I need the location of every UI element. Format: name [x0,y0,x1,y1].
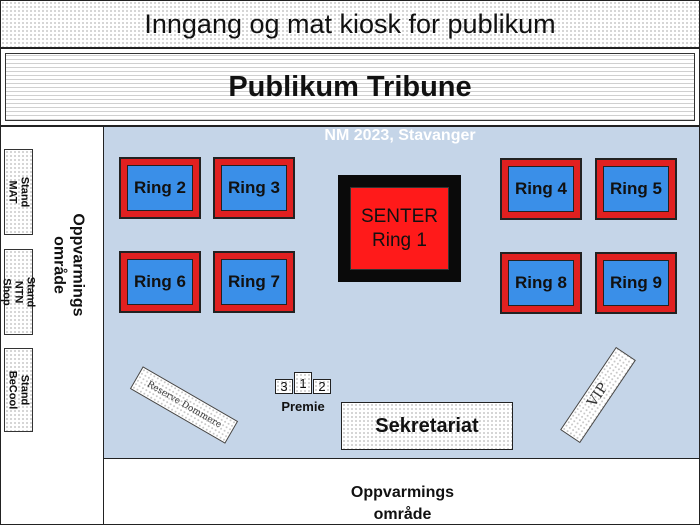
podium-second-label: 2 [318,379,326,394]
ring-8-label: Ring 8 [515,273,567,292]
ring-2-mat: Ring 2 [127,165,193,211]
ring-2-label: Ring 2 [134,178,186,197]
hall-title: NM 2023, Stavanger [324,127,476,144]
podium-third-label: 3 [280,379,288,394]
ring-4: Ring 4 [500,158,582,220]
ring-6-mat: Ring 6 [127,259,193,305]
ring-9: Ring 9 [595,252,677,314]
stand-mat-label: Stand MAT [6,176,31,208]
entrance-label: Inngang og mat kiosk for publikum [144,8,556,39]
podium-third: 3 [275,379,293,394]
ring-7-label: Ring 7 [228,272,280,291]
entrance-area: Inngang og mat kiosk for publikum [0,0,700,48]
stand-ntn-shop-label: Stand NTN Shop [0,276,37,308]
warmup-bottom-line2: område [373,506,432,523]
ring-5: Ring 5 [595,158,677,220]
ring-3-mat: Ring 3 [221,165,287,211]
warmup-bottom-label: Oppvarmings område [330,482,475,526]
ring-7: Ring 7 [213,251,295,313]
secretariat: Sekretariat [341,402,513,450]
ring-6-label: Ring 6 [134,272,186,291]
ring-5-label: Ring 5 [610,179,662,198]
warmup-left-label: Oppvarmings område [50,213,88,316]
warmup-left-line2: område [51,236,69,294]
ring-3: Ring 3 [213,157,295,219]
center-ring-line2: Ring 1 [372,229,427,251]
stand-mat: Stand MAT [4,149,33,235]
stand-ntn-shop: Stand NTN Shop [1,249,37,335]
ring-7-mat: Ring 7 [221,259,287,305]
ring-6: Ring 6 [119,251,201,313]
ring-2: Ring 2 [119,157,201,219]
warmup-left-line1: Oppvarmings [70,213,88,317]
ring-8: Ring 8 [500,252,582,314]
grandstand-label: Publikum Tribune [228,70,472,103]
warmup-bottom-line1: Oppvarmings [350,484,455,501]
ring-4-label: Ring 4 [515,179,567,198]
podium-label: Premie [281,399,325,414]
bottom-warmup-area [103,458,700,525]
grandstand-box: Publikum Tribune [5,53,695,121]
stand-becool-label: Stand BeCool [6,370,31,410]
ring-3-label: Ring 3 [228,178,280,197]
ring-5-mat: Ring 5 [603,166,669,212]
ring-4-mat: Ring 4 [508,166,574,212]
ring-9-label: Ring 9 [610,273,662,292]
ring-9-mat: Ring 9 [603,260,669,306]
center-ring-line1: SENTER [360,205,439,227]
podium-first-label: 1 [299,375,307,391]
warmup-left-zone: Oppvarmings område [36,150,102,380]
podium-second: 2 [313,379,331,394]
center-ring-mat: SENTER Ring 1 [350,187,449,270]
ring-8-mat: Ring 8 [508,260,574,306]
podium-first: 1 [294,372,312,394]
secretariat-label: Sekretariat [375,414,479,437]
center-ring: SENTER Ring 1 [338,175,461,282]
stand-becool: Stand BeCool [4,348,33,432]
grandstand-area: Publikum Tribune [0,48,700,126]
